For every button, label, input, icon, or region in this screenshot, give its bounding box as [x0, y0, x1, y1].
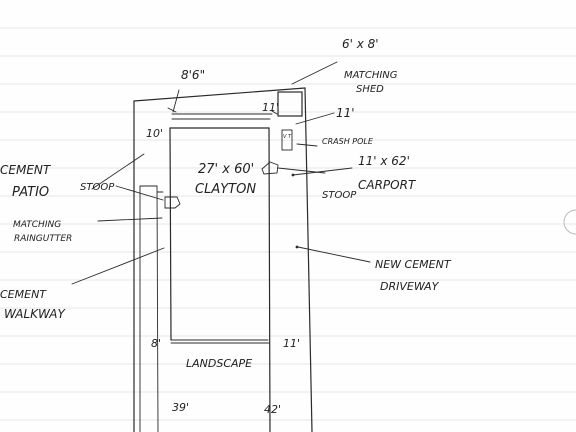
- driveway-label-2: DRIVEWAY: [380, 280, 440, 293]
- home-make-label: CLAYTON: [195, 182, 256, 197]
- shed-gap-label: 11': [262, 101, 279, 114]
- home-outline: [169, 127, 271, 432]
- shed-name-label-2: SHED: [356, 84, 384, 95]
- stoop-left-label: STOOP: [80, 182, 115, 193]
- pointer-lines: [71, 112, 371, 285]
- carport-size-label: 11' x 62': [358, 154, 410, 168]
- landscape-label: LANDSCAPE: [186, 357, 252, 370]
- bottom-left-len-label: 39': [172, 401, 189, 414]
- cement-patio-label-2: PATIO: [12, 185, 49, 200]
- punch-hole: [563, 209, 576, 235]
- walkway-label-2: WALKWAY: [4, 307, 67, 321]
- top-strip: [167, 89, 278, 120]
- raingutter-label-2: RAINGUTTER: [14, 234, 72, 244]
- stoop-right-mark: [261, 161, 279, 175]
- left-gap-label: 10': [146, 127, 163, 140]
- shed-name-label-1: MATCHING: [344, 70, 398, 81]
- crash-pole-box: [281, 129, 293, 151]
- patio-strip: [139, 185, 164, 432]
- driveway-label-1: NEW CEMENT: [375, 258, 452, 271]
- pole-mark: V T: [283, 134, 292, 140]
- carport-label: CARPORT: [358, 178, 417, 192]
- bottom-left-gap-label: 8': [151, 337, 161, 350]
- right-gap-label: 11': [336, 106, 355, 120]
- stoop-left-mark: [164, 196, 181, 209]
- crash-pole-label: CRASH POLE: [322, 137, 374, 146]
- bottom-right-gap-label: 11': [283, 337, 300, 350]
- shed-box: [277, 91, 303, 117]
- walkway-label-1: CEMENT: [0, 288, 47, 301]
- stoop-right-label: STOOP: [322, 190, 357, 201]
- notebook-rules: [0, 27, 576, 421]
- shed-size-label: 6' x 8': [342, 37, 379, 51]
- bottom-right-len-label: 42': [264, 403, 281, 416]
- cement-patio-label-1: CEMENT: [0, 163, 52, 177]
- home-size-label: 27' x 60': [198, 162, 254, 177]
- top-width-label: 8'6": [181, 68, 205, 82]
- raingutter-label-1: MATCHING: [13, 220, 61, 230]
